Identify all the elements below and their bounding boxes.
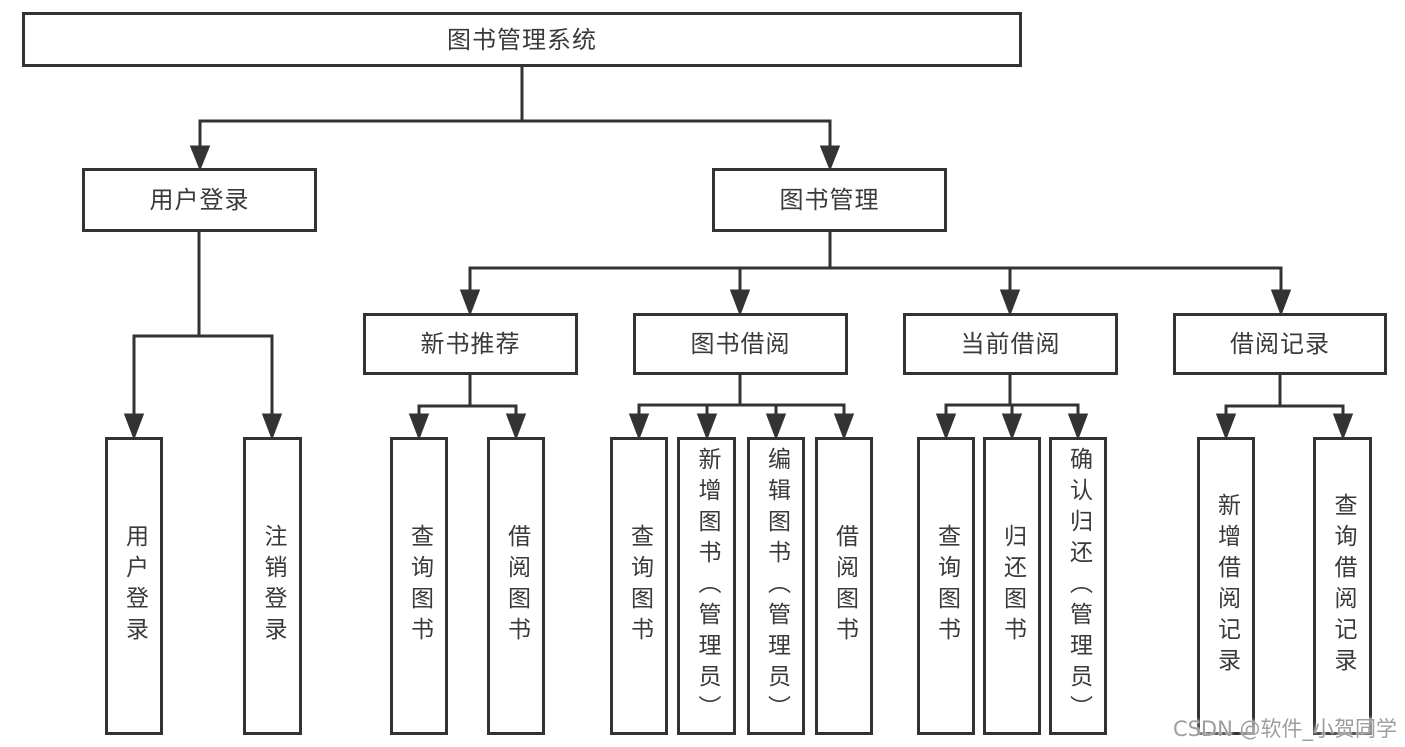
node-label: 借阅记录 (1230, 330, 1330, 358)
node-label: 确认归还（管理员） (1065, 446, 1092, 726)
node-leaf-query-books-recommendation: 查询图书 (390, 437, 448, 735)
node-leaf-user-login: 用户登录 (105, 437, 163, 735)
node-label: 新增图书（管理员） (694, 446, 720, 726)
node-leaf-query-books-borrowing: 查询图书 (610, 437, 668, 735)
node-leaf-add-borrow-record: 新增借阅记录 (1197, 437, 1255, 735)
node-book-borrowing: 图书借阅 (633, 313, 848, 375)
node-leaf-edit-book-admin: 编辑图书（管理员） (747, 437, 805, 735)
node-leaf-confirm-return-admin: 确认归还（管理员） (1049, 437, 1107, 735)
node-label: 查询图书 (626, 524, 653, 648)
node-label: 新增借阅记录 (1213, 493, 1240, 679)
node-label: 查询借阅记录 (1330, 493, 1356, 679)
node-user-login: 用户登录 (82, 168, 317, 232)
node-new-book-recommendation: 新书推荐 (363, 313, 578, 375)
node-label: 图书借阅 (690, 330, 791, 358)
node-leaf-query-borrow-record: 查询借阅记录 (1313, 437, 1372, 735)
node-leaf-return-books: 归还图书 (983, 437, 1041, 735)
node-label: 用户登录 (149, 186, 250, 214)
node-label: 借阅图书 (503, 524, 530, 648)
node-label: 查询图书 (406, 524, 433, 648)
node-library-management-system: 图书管理系统 (22, 12, 1022, 67)
node-label: 新书推荐 (420, 330, 521, 358)
csdn-watermark: CSDN @软件_小贺同学 (1172, 717, 1397, 741)
node-label: 借阅图书 (831, 524, 858, 648)
node-borrowing-records: 借阅记录 (1173, 313, 1387, 375)
node-current-borrowing: 当前借阅 (903, 313, 1118, 375)
node-leaf-borrow-books-recommendation: 借阅图书 (487, 437, 545, 735)
node-label: 归还图书 (999, 524, 1026, 648)
node-leaf-add-book-admin: 新增图书（管理员） (677, 437, 736, 735)
node-leaf-query-books-current: 查询图书 (917, 437, 975, 735)
node-label: 查询图书 (933, 524, 960, 648)
node-leaf-borrow-books: 借阅图书 (815, 437, 873, 735)
node-label: 图书管理 (779, 186, 880, 214)
node-leaf-logout: 注销登录 (243, 437, 302, 735)
node-label: 当前借阅 (960, 330, 1061, 358)
node-label: 图书管理系统 (447, 25, 597, 54)
node-label: 用户登录 (121, 524, 148, 648)
node-label: 编辑图书（管理员） (763, 446, 790, 726)
node-book-management: 图书管理 (712, 168, 947, 232)
node-label: 注销登录 (260, 524, 286, 648)
